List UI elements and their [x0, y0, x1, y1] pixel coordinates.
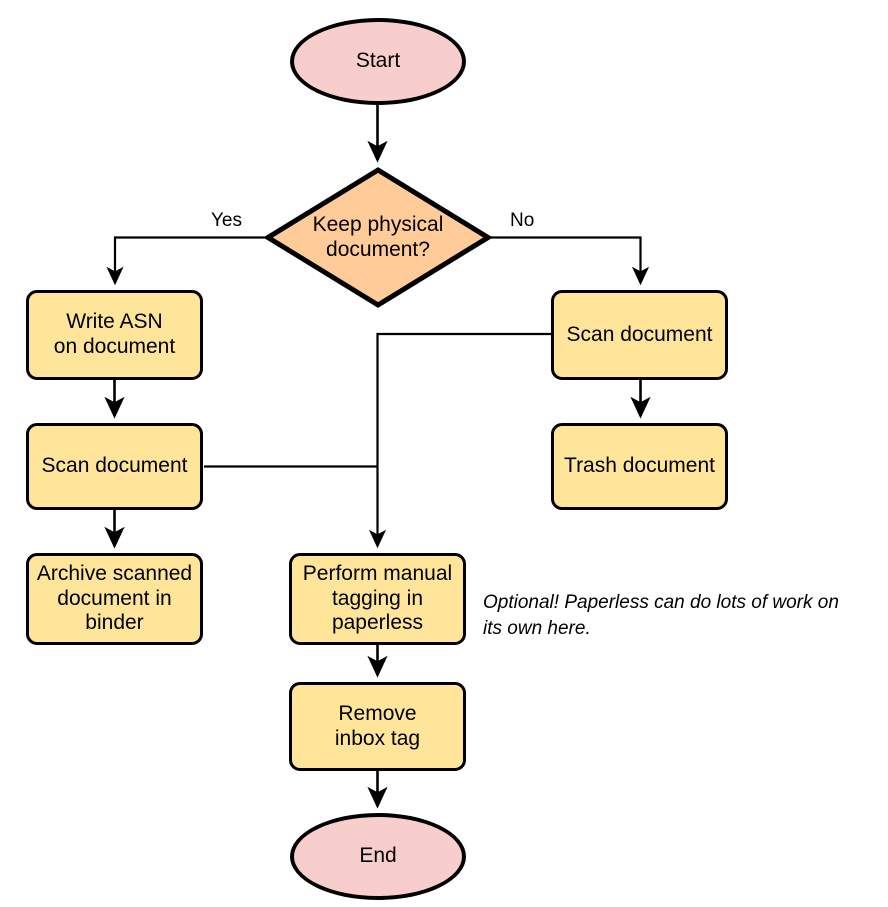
node-remove-inbox-tag-label: Remove inbox tag: [334, 701, 421, 750]
node-scan-document-left[interactable]: Scan document: [26, 423, 203, 510]
node-perform-manual-tagging[interactable]: Perform manual tagging in paperless: [289, 553, 466, 645]
edge-scan-right-to-manual-tagging: [368, 332, 551, 549]
node-write-asn-label: Write ASN on document: [53, 310, 176, 358]
node-end[interactable]: End: [290, 813, 466, 900]
node-scan-document-right[interactable]: Scan document: [551, 290, 728, 380]
edge-label-yes: Yes: [208, 210, 245, 232]
edge-decision-yes-to-write-asn: [106, 236, 266, 286]
node-start[interactable]: Start: [290, 18, 466, 105]
node-scan-document-right-label: Scan document: [566, 322, 713, 346]
node-archive-scanned-document-label: Archive scanned document in binder: [36, 561, 193, 635]
edge-label-no: No: [507, 210, 538, 232]
annotation-optional-note: Optional! Paperless can do lots of work …: [483, 592, 839, 639]
edge-decision-no-to-scan-right: [490, 236, 650, 286]
node-archive-scanned-document[interactable]: Archive scanned document in binder: [26, 553, 203, 645]
node-start-label: Start: [355, 49, 401, 73]
node-decision[interactable]: Keep physical document?: [265, 167, 491, 308]
node-trash-document-label: Trash document: [564, 454, 715, 478]
node-scan-document-left-label: Scan document: [41, 454, 188, 478]
node-write-asn[interactable]: Write ASN on document: [26, 290, 203, 380]
node-end-label: End: [359, 844, 397, 868]
node-perform-manual-tagging-label: Perform manual tagging in paperless: [302, 561, 453, 635]
node-remove-inbox-tag[interactable]: Remove inbox tag: [289, 682, 466, 771]
node-trash-document[interactable]: Trash document: [551, 423, 728, 510]
decision-diamond-shape: [265, 167, 491, 308]
